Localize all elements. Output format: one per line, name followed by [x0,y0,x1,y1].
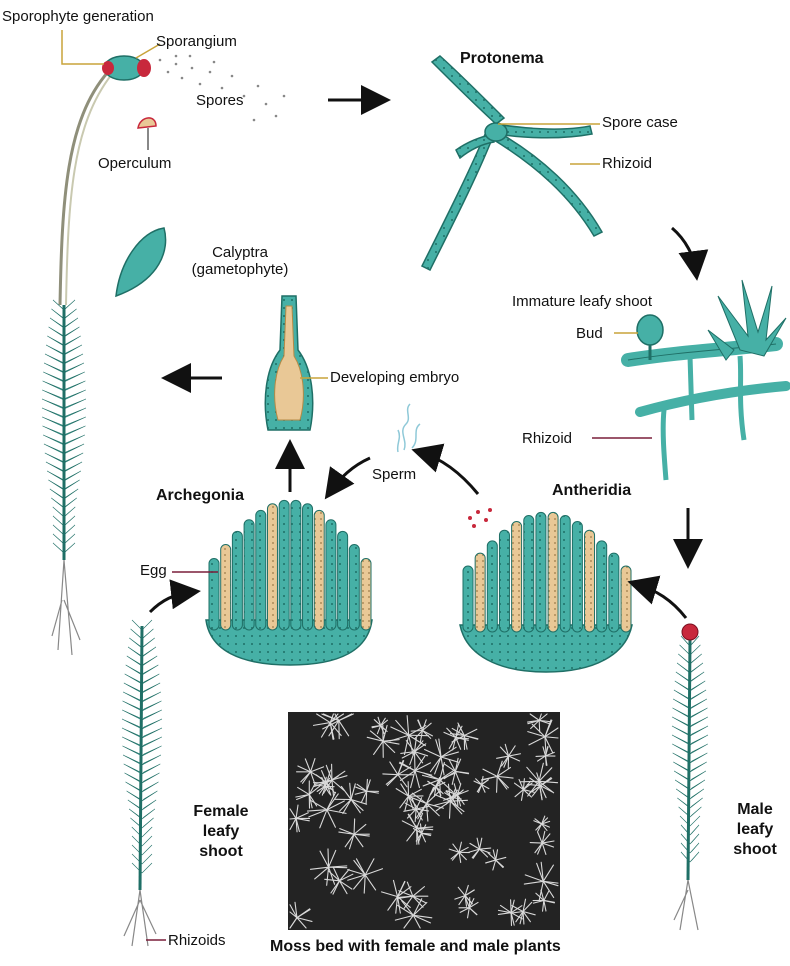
label-rhizoid-mid: Rhizoid [522,430,572,447]
arrow-sperm-to-archegonia [330,458,370,492]
spores-cloud [159,55,286,122]
arrow-male-to-antheridia [636,584,686,618]
label-spore-case: Spore case [602,114,678,131]
rhizoids-left [52,560,80,655]
label-rhizoid-top: Rhizoid [602,155,652,172]
label-male-leafy-shoot: Male leafy shoot [722,800,788,860]
label-rhizoids: Rhizoids [168,932,226,949]
arrow-female-to-archegonia [150,592,192,612]
label-archegonia: Archegonia [156,487,244,504]
antheridia-shape [460,508,632,672]
label-female-leafy-shoot: Female leafy shoot [186,802,256,862]
label-male-line2: leafy [722,820,788,840]
label-sperm: Sperm [372,466,416,483]
label-female-line3: shoot [186,842,256,862]
immature-shoot-shape [628,280,786,480]
label-female-line2: leafy [186,822,256,842]
label-male-line3: shoot [722,840,788,860]
operculum-shape [138,118,156,150]
sporangium-capsule [102,56,151,80]
label-operculum: Operculum [98,155,171,172]
moss-bed-photo [288,712,560,930]
label-developing-embryo: Developing embryo [330,369,459,386]
label-calyptra: Calyptra (gametophyte) [170,244,310,278]
label-calyptra-line2: (gametophyte) [170,261,310,278]
protonema-shape [422,56,602,270]
label-spores: Spores [196,92,244,109]
label-antheridia: Antheridia [552,482,631,499]
label-moss-bed-caption: Moss bed with female and male plants [270,938,561,955]
label-sporophyte-generation: Sporophyte generation [2,8,154,25]
male-shoot-shape [672,624,708,930]
calyptra-shape [116,228,166,296]
label-immature-leafy-shoot: Immature leafy shoot [512,293,652,310]
label-female-line1: Female [186,802,256,822]
label-egg: Egg [140,562,167,579]
developing-embryo-shape [265,296,312,430]
female-shoot-shape [122,620,162,946]
sperm-shape [398,404,420,452]
label-protonema: Protonema [460,50,544,67]
arrow-protonema-to-shoot [672,228,696,272]
label-calyptra-line1: Calyptra [170,244,310,261]
label-male-line1: Male [722,800,788,820]
label-sporangium: Sporangium [156,33,237,50]
archegonia-shape [206,500,372,665]
arrow-antheridia-to-sperm [420,452,478,494]
label-bud: Bud [576,325,603,342]
